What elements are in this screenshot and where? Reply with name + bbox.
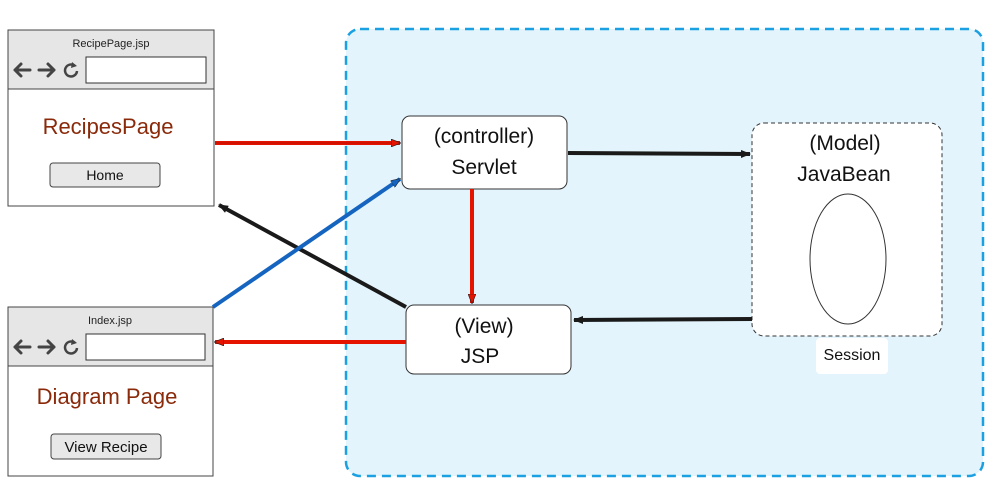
page-label-recipes: RecipesPage (43, 114, 174, 139)
servlet-label: Servlet (451, 156, 517, 179)
browser-title: RecipePage.jsp (72, 38, 149, 50)
address-bar[interactable] (85, 56, 207, 84)
back-arrow-icon[interactable] (13, 339, 32, 355)
home-button[interactable] (49, 162, 161, 188)
address-bar[interactable] (85, 333, 206, 361)
view-jsp-box: (View) JSP (405, 304, 572, 375)
model-label: (Model) (809, 132, 880, 155)
view-label: (View) (454, 315, 513, 338)
home-button-label: Home (86, 167, 124, 183)
jsp-label: JSP (461, 345, 500, 368)
view-recipe-button[interactable] (50, 433, 162, 460)
browser-window-recipepage: RecipePage.jsp RecipesPage Home (7, 29, 215, 207)
controller-servlet-box: (controller) Servlet (401, 115, 568, 190)
arrow-servlet-to-model (567, 149, 751, 158)
reload-icon[interactable] (63, 339, 79, 355)
model-javabean-box: (Model) JavaBean Session (751, 122, 943, 374)
browser-window-index: Index.jsp Diagram Page View Recipe (7, 306, 214, 477)
session-label-bg (816, 338, 888, 374)
javabean-label: JavaBean (797, 163, 890, 186)
session-ellipse (809, 193, 887, 325)
view-recipe-button-label: View Recipe (64, 439, 147, 456)
page-label-diagram: Diagram Page (37, 384, 178, 409)
reload-icon[interactable] (63, 62, 79, 78)
browser-title: Index.jsp (88, 315, 132, 327)
session-label: Session (824, 347, 881, 364)
back-arrow-icon[interactable] (13, 62, 32, 78)
arrow-model-to-view (573, 315, 753, 324)
forward-arrow-icon[interactable] (37, 62, 56, 78)
arrow-index-to-servlet (211, 177, 400, 309)
controller-label: (controller) (434, 125, 534, 148)
forward-arrow-icon[interactable] (37, 339, 56, 355)
arrow-view-to-recipepage (218, 203, 407, 309)
